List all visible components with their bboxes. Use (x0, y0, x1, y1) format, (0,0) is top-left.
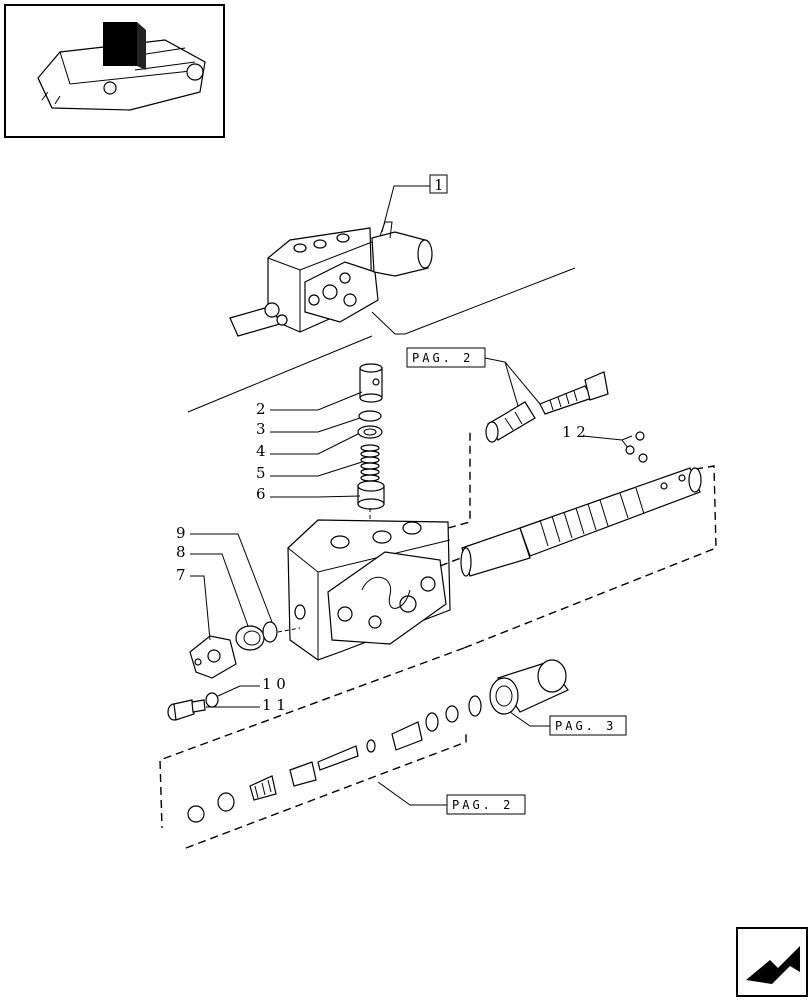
callout-12: 1 2 (562, 423, 586, 441)
callout-6: 6 (256, 485, 266, 503)
separator-line (187, 267, 576, 413)
callout-5: 5 (256, 464, 266, 482)
screw-fitting (539, 371, 609, 415)
page-ref-bottom[interactable]: PAG. 2 (452, 798, 513, 812)
assembly-1-valve (229, 221, 433, 337)
part-12-ring-a (635, 431, 645, 441)
page-ref-top[interactable]: PAG. 2 (412, 351, 473, 365)
callout-8: 8 (176, 543, 186, 561)
callout-1: 1 (434, 176, 444, 194)
valve-body (287, 519, 451, 661)
page-ref-top-box[interactable] (406, 347, 486, 368)
next-page-arrow-icon[interactable] (736, 927, 808, 997)
part-5-spring (360, 444, 380, 482)
part-12-ring-b (625, 445, 635, 455)
callout-2: 2 (256, 400, 266, 418)
pilot-fitting (485, 401, 536, 443)
part-9-o-ring (262, 621, 278, 643)
highlighted-block (103, 22, 137, 66)
part-4-washer (357, 425, 383, 439)
part-2-plug (359, 363, 383, 403)
callout-7: 7 (176, 566, 186, 584)
callout-box-1[interactable] (429, 174, 448, 194)
sleeve (489, 659, 569, 715)
lower-enclosure (159, 647, 467, 849)
callout-4: 4 (256, 442, 266, 460)
part-12-ring-c (638, 453, 648, 463)
callout-9: 9 (176, 524, 186, 542)
part-7-flange (189, 635, 237, 679)
callout-11: 1 1 (262, 696, 286, 714)
thumbnail-overview[interactable] (4, 4, 225, 138)
part-11-bolt (167, 699, 206, 721)
spool (460, 467, 702, 577)
spool-enclosure (439, 432, 717, 649)
lower-spool-parts (187, 695, 482, 823)
part-10-washer (205, 692, 219, 708)
callout-10: 1 0 (262, 675, 286, 693)
page-ref-right[interactable]: PAG. 3 (555, 719, 616, 733)
part-6-cap (357, 480, 385, 510)
part-3-o-ring (358, 410, 382, 422)
callout-3: 3 (256, 420, 266, 438)
